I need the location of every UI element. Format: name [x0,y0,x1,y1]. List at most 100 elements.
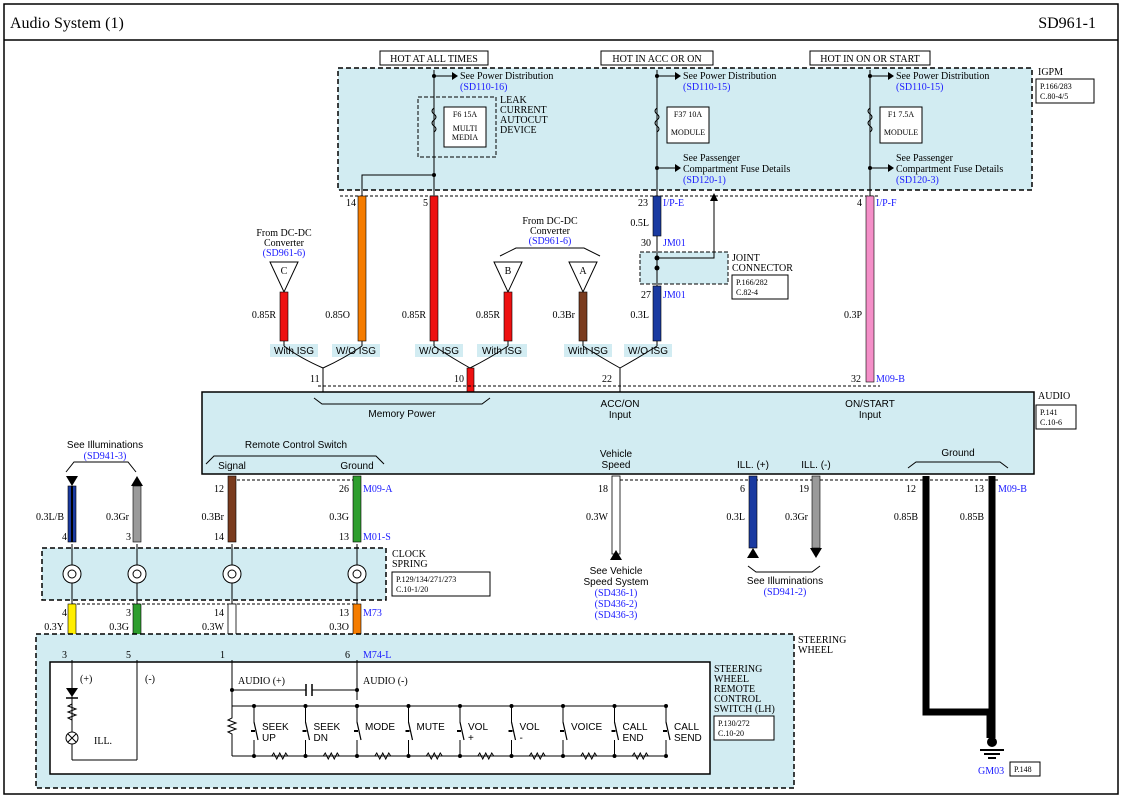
clock-label-2: SPRING [392,559,428,570]
audio-rc-label: Remote Control Switch [245,440,347,451]
cs-bot-pin-4: 4 [62,608,67,619]
page-title: Audio System (1) [10,15,124,32]
f6-arrow-head [452,72,458,80]
cap-node-1 [230,688,234,692]
joint-return-arrow [710,193,718,201]
f37-label: MODULE [671,128,705,137]
memory-brace [313,397,491,405]
switch-vol-node-bottom [458,754,462,758]
label-05l: 0.5L [630,218,649,229]
audio-pin-18: 18 [598,484,608,495]
audio-pin-12b: 12 [906,484,916,495]
label-085o: 0.85O [325,310,350,321]
sw-pin-1: 1 [220,650,225,661]
label-03y: 0.3Y [44,622,64,633]
isg-bg-3 [415,344,463,357]
switch-mode-resistor [374,751,392,761]
joint-ref1: P.166/282 [736,278,768,287]
switch-seek-dn-label-2: DN [314,733,328,744]
switch-mode-node-top [355,704,359,708]
label-085r-b: 0.85R [402,310,427,321]
hot-always-label: HOT AT ALL TIMES [390,54,478,65]
f1-pass-node [868,166,872,170]
sw-ref-box [713,715,775,741]
wire-rc-ground [352,475,362,543]
conn-ipe: I/P-E [663,198,684,209]
conn-a-letter: A [579,266,587,277]
switch-seek-up-node-bottom [252,754,256,758]
pin-14: 14 [346,198,356,209]
switch-mode-node-bottom [355,754,359,758]
switch-voice-label-1: VOICE [571,722,602,733]
cap-node-2 [355,688,359,692]
audio-ill-plus: ILL. (+) [737,460,769,471]
label-03l: 0.3L [630,310,649,321]
isg-wo-1: W/O ISG [336,346,376,357]
isg-merge-2 [433,341,509,369]
f6-label2: MEDIA [452,133,478,142]
label-ground-1: 0.85B [894,512,919,523]
switch-call-send-node-top [664,704,668,708]
pin-23: 23 [638,198,648,209]
cs-coil-1 [62,564,82,584]
audio-unit-box [201,391,1035,475]
audio-acc-2: Input [609,410,631,421]
cs-bot-pin-14: 14 [214,608,224,619]
joint-node-2 [654,265,660,271]
cs-coil-3-inner [227,569,237,579]
conn-b-triangle [493,261,523,294]
f37-fuse-box [666,106,710,144]
conn-a-triangle [568,261,598,294]
audio-pin-13: 13 [974,484,984,495]
wire-05l [652,195,662,237]
switch-vol-node-bottom [509,754,514,758]
isg-wo-2: W/O ISG [419,346,459,357]
wire-03l [652,285,662,342]
ill-label: ILL. [94,736,112,747]
clock-ref2: C.10-1/20 [396,585,428,594]
switch-vol-resistor [528,751,546,761]
switch-call-end-label-1: CALL [623,722,648,733]
switch-call-end-resistor [631,751,649,761]
switch-mode-contact [356,721,362,741]
hot-acc-label: HOT IN ACC OR ON [612,54,701,65]
dcdc2-brace [499,247,601,257]
isg-bg-6 [624,344,672,357]
cs-conn-m01s: M01-S [363,532,391,543]
switch-call-end-node-top [612,704,617,708]
jm01-top: JM01 [663,238,686,249]
sw-label-2: WHEEL [714,674,749,685]
switch-seek-up-resistor [271,751,289,761]
vs-arrow [610,550,622,560]
sw-label-5: SWITCH (LH) [714,704,775,715]
audio-conn-m09b-bottom: M09-B [998,484,1027,495]
cs-conn-m73: M73 [363,608,382,619]
label-rc-signal: 0.3Br [202,512,225,523]
see-pass-1-ref: (SD120-1) [683,175,726,186]
cs-top-pin-14: 14 [214,532,224,543]
isg-with-1: With ISG [274,346,314,357]
steering-label-2: WHEEL [798,645,833,656]
leak-label-2: CURRENT [500,105,547,116]
f6-fuse-box [443,106,487,148]
jm01-bottom: JM01 [663,290,686,301]
switch-mute-node-bottom [406,754,411,758]
joint-ref-box [731,274,789,300]
wire-03gr-l [132,485,142,543]
label-03br: 0.3Br [553,310,576,321]
switch-call-send-label-1: CALL [674,722,699,733]
see-vs-2: Speed System [583,577,648,588]
switch-vol-label-2: + [468,733,474,744]
isg-merge-3 [582,341,658,392]
leak-label-1: LEAK [500,95,527,106]
label-ill-minus: 0.3Gr [785,512,809,523]
switch-vol-label-1: VOL [520,722,540,733]
cs-coil-4-inner [352,569,362,579]
leak-label-3: AUTOCUT [500,115,548,126]
ill-minus-arrow [810,548,822,558]
illum-arrow-left [66,476,78,486]
steering-label-1: STEERING [798,635,846,646]
switch-mode-label-1: MODE [365,722,395,733]
audio-acc-1: ACC/ON [601,399,640,410]
